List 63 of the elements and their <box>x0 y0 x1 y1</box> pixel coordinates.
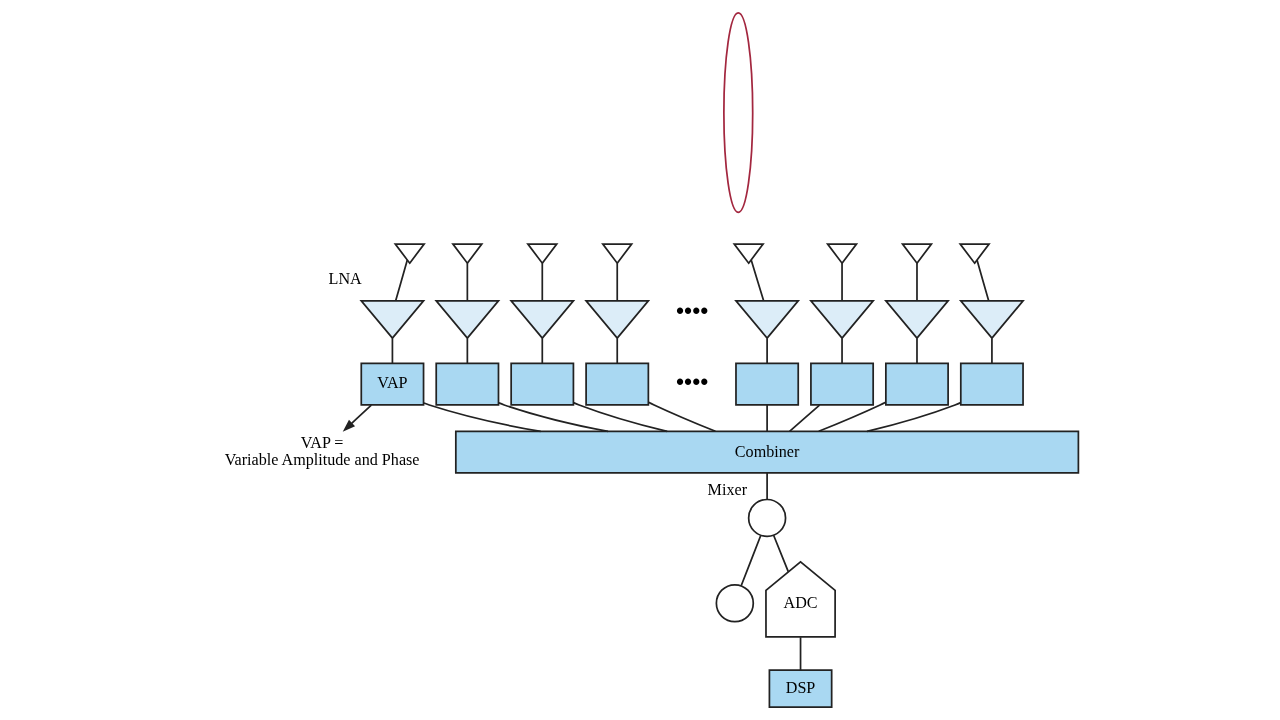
node-triangle <box>958 300 1025 340</box>
connector <box>647 401 717 433</box>
node-box: DSP <box>768 669 833 708</box>
connector <box>916 337 918 364</box>
node-antenna <box>958 243 991 265</box>
node-box <box>585 362 650 406</box>
connector <box>788 404 821 433</box>
label: •••• <box>676 368 709 395</box>
connector <box>616 337 619 364</box>
node-label: LNA <box>328 270 362 288</box>
connector <box>616 262 619 302</box>
connector <box>750 259 765 302</box>
connector <box>866 401 962 433</box>
node-box <box>435 362 500 406</box>
node-box: Combiner <box>454 430 1080 474</box>
connector <box>799 636 802 671</box>
connector <box>391 337 394 364</box>
connector <box>817 401 887 433</box>
connector <box>572 401 669 433</box>
node-beam <box>723 12 754 214</box>
connector <box>841 262 843 302</box>
connector <box>498 402 609 433</box>
connector <box>466 262 469 302</box>
connector <box>766 337 768 364</box>
node-box <box>810 362 875 406</box>
connector <box>541 337 544 364</box>
node-triangle <box>809 300 876 340</box>
node-circle <box>715 583 755 623</box>
node-triangle <box>359 300 426 340</box>
node-antenna <box>601 243 634 265</box>
node-triangle <box>434 300 501 340</box>
node-label: Mixer <box>707 481 748 499</box>
connector <box>541 262 544 302</box>
node-triangle <box>884 300 950 340</box>
node-box <box>735 362 800 406</box>
node-circle <box>747 498 787 538</box>
node-box <box>959 362 1024 406</box>
connector <box>916 262 918 302</box>
label: •••• <box>676 298 709 325</box>
node-box: VAP <box>360 362 425 406</box>
node-box <box>510 362 575 406</box>
node-antenna <box>825 243 859 265</box>
node-box <box>885 362 949 406</box>
connector <box>466 337 469 364</box>
node-antenna <box>451 243 484 265</box>
connector <box>394 259 409 302</box>
node-triangle <box>509 300 576 340</box>
connector <box>976 259 990 302</box>
node-triangle <box>734 300 801 340</box>
node-triangle <box>584 300 651 340</box>
connector <box>423 402 542 433</box>
arrow <box>342 404 373 432</box>
connector <box>766 472 768 501</box>
node-antenna <box>393 243 426 265</box>
connector <box>841 337 843 364</box>
connector <box>766 404 768 433</box>
connector <box>991 337 993 364</box>
node-antenna <box>526 243 559 265</box>
connector <box>772 534 790 573</box>
node-antenna <box>732 243 765 265</box>
node-antenna <box>900 243 934 265</box>
connector <box>740 534 762 587</box>
node-text: VAP = Variable Amplitude and Phase <box>224 433 420 469</box>
